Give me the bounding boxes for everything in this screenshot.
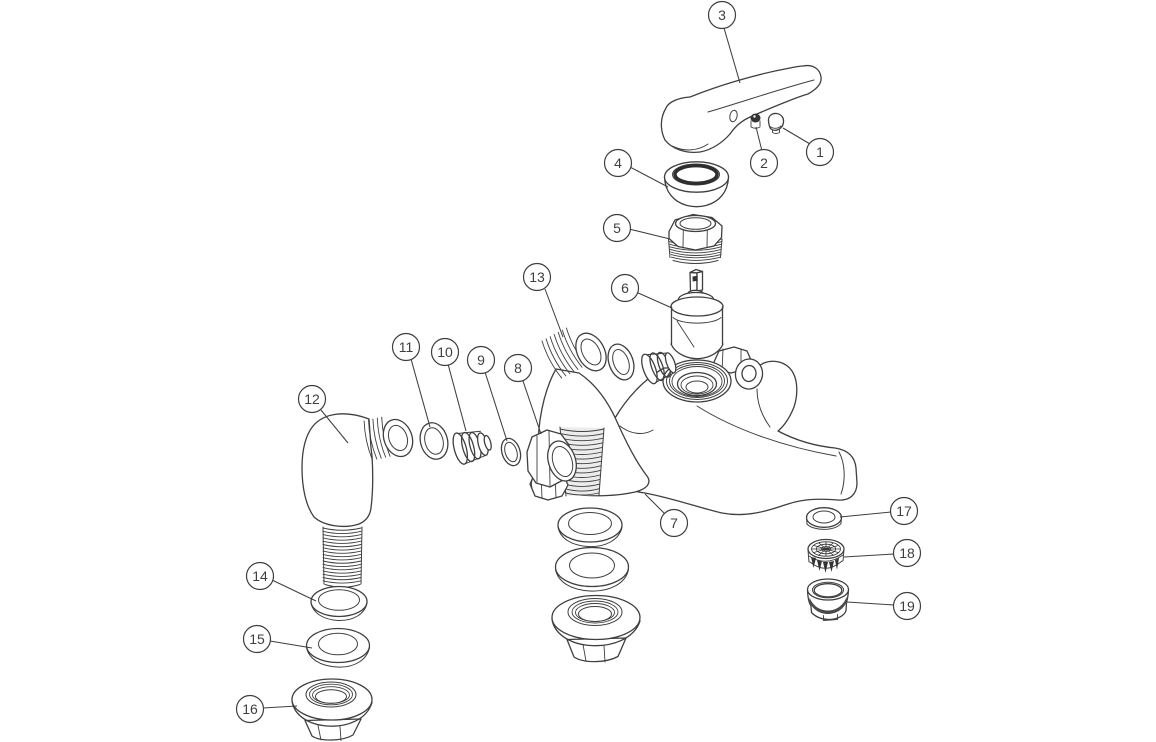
callout-4: 4 — [603, 148, 633, 178]
part-aerator-insert-18 — [807, 538, 845, 573]
callout-18: 18 — [892, 538, 922, 568]
svg-text:8: 8 — [514, 360, 522, 376]
svg-text:4: 4 — [614, 155, 622, 171]
part-o-ring — [500, 437, 522, 467]
part-dome-ring — [663, 161, 730, 208]
svg-text:15: 15 — [249, 631, 265, 647]
part-bonnet-nut — [668, 213, 723, 264]
body-ring-union — [734, 358, 764, 390]
part-inlet-connector-upper — [641, 351, 677, 385]
part-left-elbow — [301, 413, 414, 588]
svg-text:11: 11 — [399, 339, 414, 355]
svg-text:18: 18 — [899, 545, 915, 561]
part-connector — [452, 430, 492, 465]
svg-text:6: 6 — [621, 280, 629, 296]
part-cartridge — [670, 268, 724, 360]
callout-8: 8 — [503, 353, 533, 383]
part-union-nut — [526, 429, 577, 488]
leader-lines — [262, 27, 895, 709]
svg-text:9: 9 — [477, 352, 485, 368]
part-body — [602, 346, 858, 516]
center-tail-backnut — [551, 594, 641, 663]
svg-text:16: 16 — [242, 701, 258, 717]
callout-19: 19 — [892, 591, 922, 621]
callout-5: 5 — [602, 213, 632, 243]
callout-11: 11 — [391, 332, 421, 362]
callout-1: 1 — [805, 137, 835, 167]
callout-3: 3 — [707, 0, 737, 30]
callout-13: 13 — [522, 262, 552, 292]
callout-7: 7 — [659, 508, 689, 538]
callout-6: 6 — [610, 273, 640, 303]
svg-text:17: 17 — [896, 503, 912, 519]
svg-text:1: 1 — [816, 144, 824, 160]
svg-text:7: 7 — [670, 515, 678, 531]
part-washer-15 — [305, 627, 371, 668]
callout-16: 16 — [235, 694, 265, 724]
center-tail-washer-2 — [554, 546, 630, 592]
part-inlet-washer-upper — [607, 343, 635, 381]
svg-text:10: 10 — [437, 344, 453, 360]
part-washer-17 — [805, 507, 843, 530]
svg-text:12: 12 — [304, 391, 320, 407]
callout-15: 15 — [242, 624, 272, 654]
part-backnut-16 — [291, 678, 373, 741]
callout-2: 2 — [749, 148, 779, 178]
svg-text:13: 13 — [529, 269, 545, 285]
center-tail-washer-1 — [557, 507, 623, 548]
part-aerator-housing-19 — [806, 578, 850, 621]
svg-text:19: 19 — [899, 598, 915, 614]
handle-screw-hole — [729, 109, 738, 123]
callout-17: 17 — [889, 496, 919, 526]
callout-10: 10 — [430, 337, 460, 367]
part-washer-14 — [310, 585, 368, 622]
part-handle — [660, 64, 822, 154]
svg-text:3: 3 — [718, 7, 726, 23]
callout-12: 12 — [297, 384, 327, 414]
part-grub-screw — [750, 113, 761, 129]
left-elbow-threaded-tail — [322, 526, 363, 588]
svg-text:14: 14 — [252, 568, 268, 584]
svg-text:5: 5 — [613, 220, 621, 236]
callout-9: 9 — [466, 345, 496, 375]
part-cap — [767, 112, 785, 134]
svg-text:2: 2 — [760, 155, 768, 171]
body-cartridge-seat — [662, 359, 732, 403]
callout-14: 14 — [245, 561, 275, 591]
part-washer-11 — [419, 422, 449, 460]
